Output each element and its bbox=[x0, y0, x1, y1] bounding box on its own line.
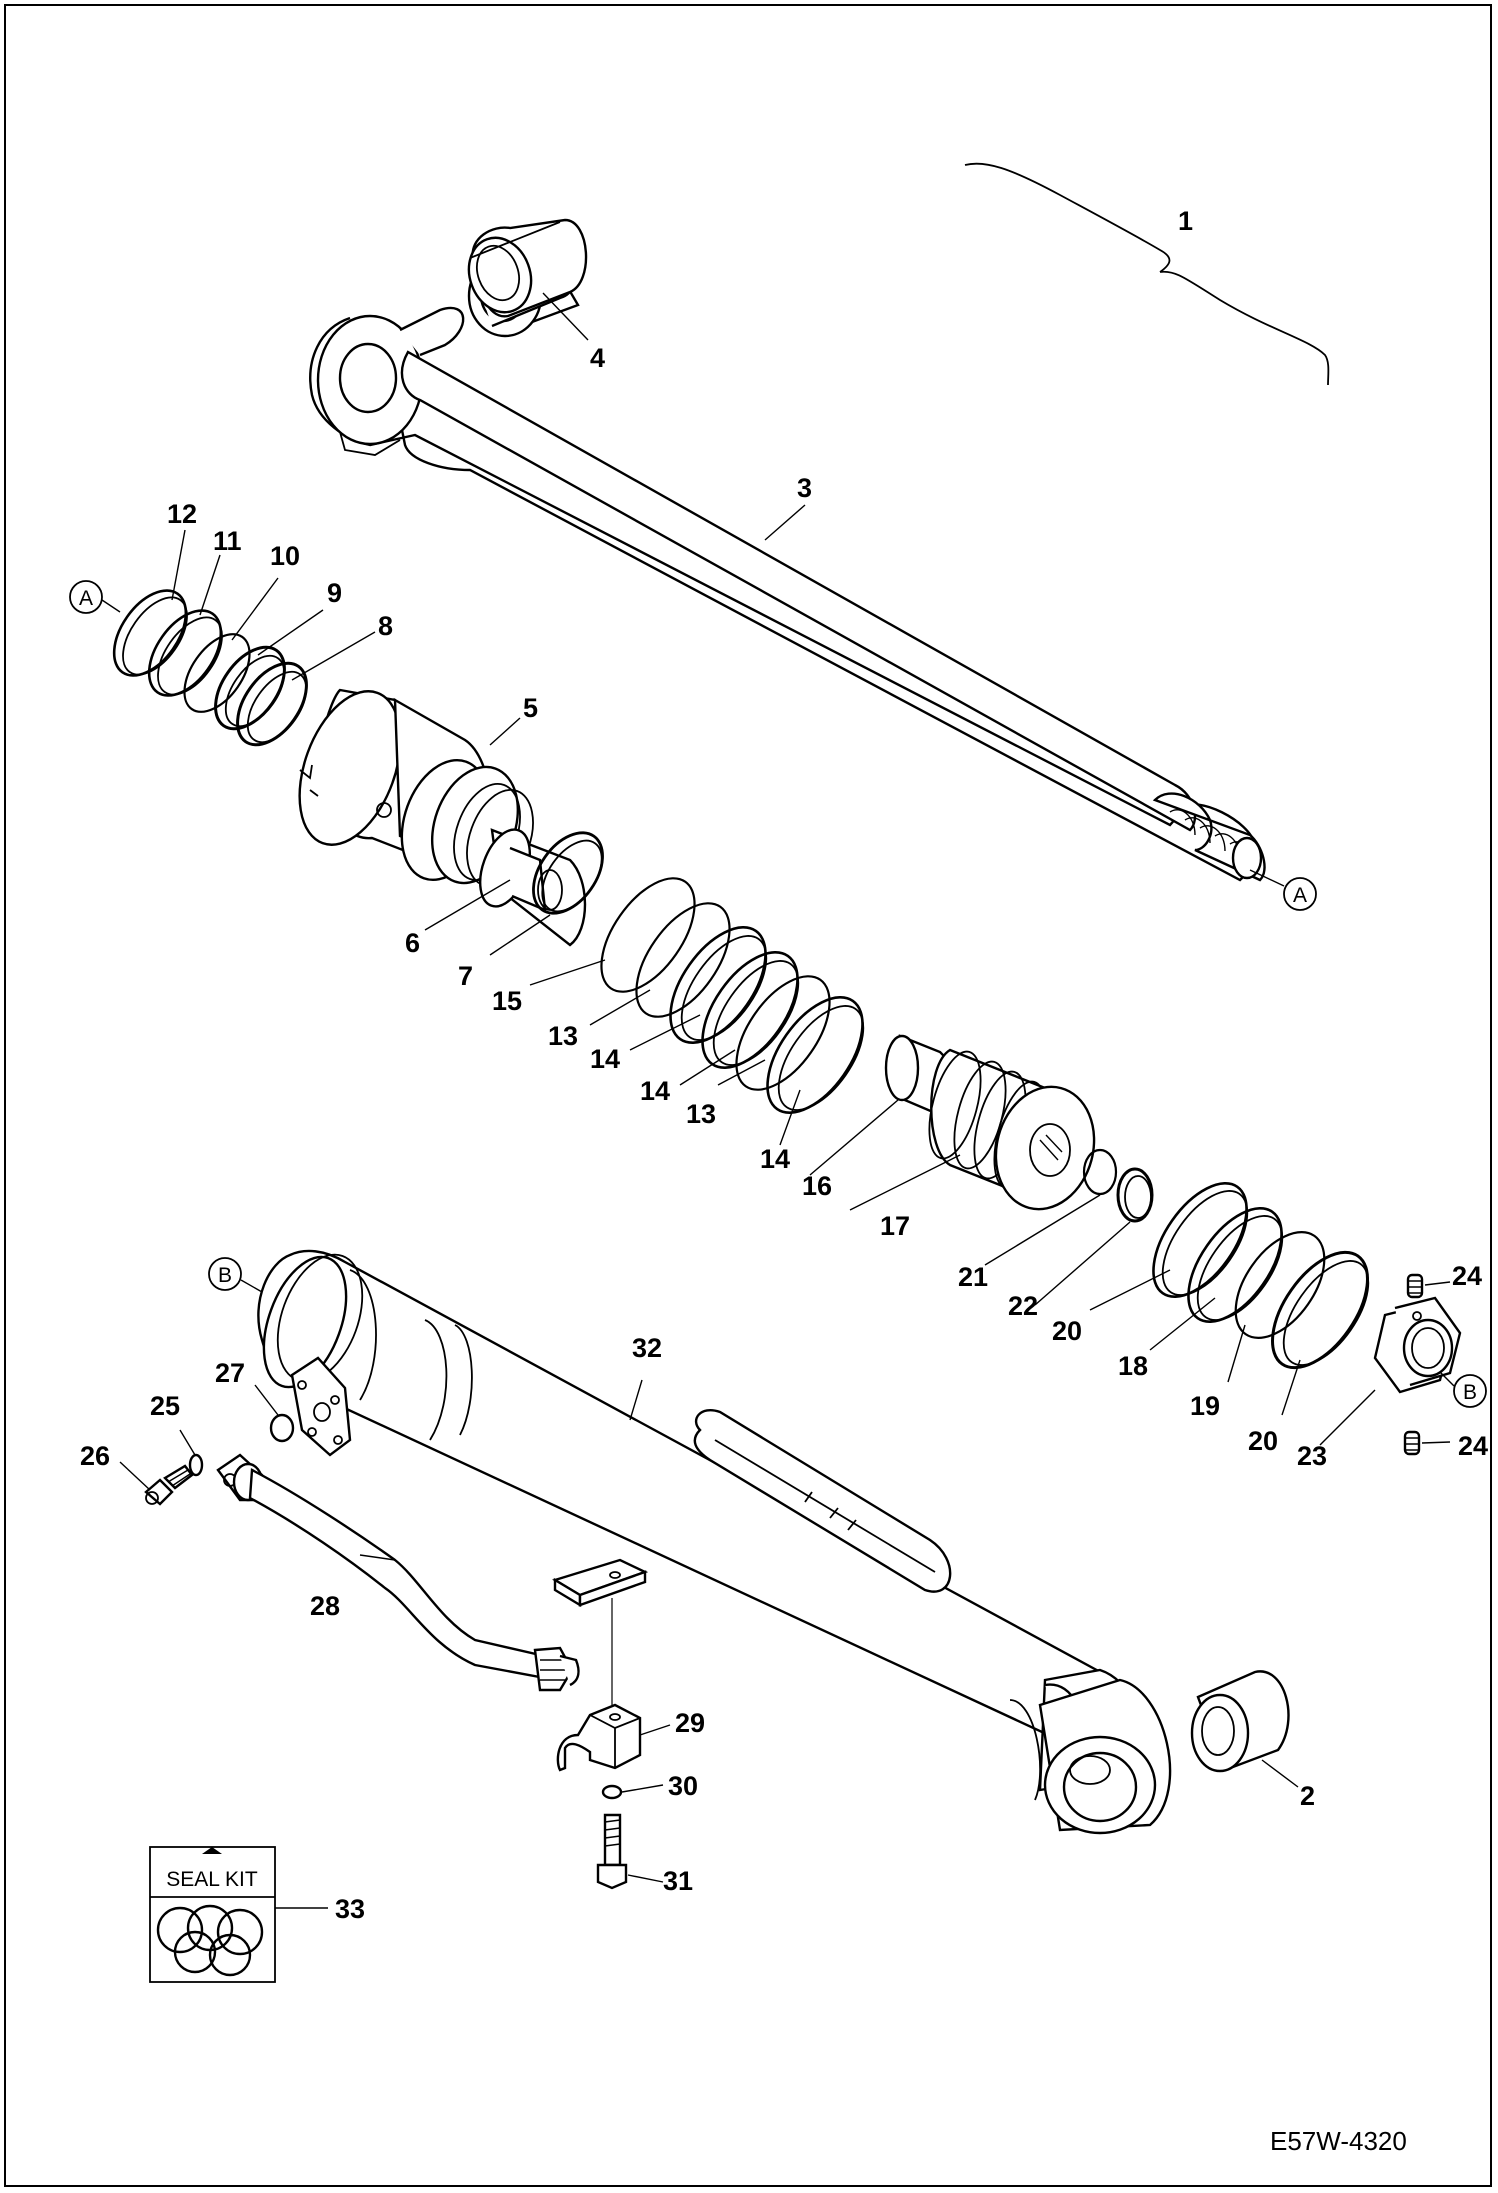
callout-19: 19 bbox=[1190, 1391, 1220, 1421]
piston-16-17 bbox=[884, 1034, 1096, 1211]
callout-2: 2 bbox=[1300, 1781, 1315, 1811]
drawing-code: E57W-4320 bbox=[1270, 2126, 1407, 2156]
seal-kit-label: SEAL KIT bbox=[166, 1868, 258, 1891]
set-screw-24-bottom bbox=[1403, 1430, 1421, 1456]
nut-23 bbox=[1373, 1296, 1462, 1394]
callout-33: 33 bbox=[335, 1894, 365, 1924]
callout-22: 22 bbox=[1008, 1291, 1038, 1321]
clamp-29 bbox=[556, 1703, 642, 1772]
svg-text:A: A bbox=[1293, 884, 1307, 907]
callout-24b: 24 bbox=[1458, 1431, 1488, 1461]
callout-30: 30 bbox=[668, 1771, 698, 1801]
callout-3: 3 bbox=[797, 473, 812, 503]
callout-14c: 14 bbox=[760, 1144, 790, 1174]
callout-23: 23 bbox=[1297, 1441, 1327, 1471]
set-screw-24-top bbox=[1406, 1273, 1424, 1299]
callout-17: 17 bbox=[880, 1211, 910, 1241]
callout-7: 7 bbox=[458, 961, 473, 991]
callout-31: 31 bbox=[663, 1866, 693, 1896]
plate-29 bbox=[552, 1558, 649, 1705]
callout-9: 9 bbox=[327, 578, 342, 608]
callout-14b: 14 bbox=[640, 1076, 670, 1106]
ref-B-right: B bbox=[1439, 1371, 1487, 1408]
callout-15: 15 bbox=[492, 986, 522, 1016]
callout-28: 28 bbox=[310, 1591, 340, 1621]
callout-16: 16 bbox=[802, 1171, 832, 1201]
washer-30 bbox=[601, 1784, 623, 1800]
washer-25 bbox=[188, 1453, 204, 1477]
callout-21: 21 bbox=[958, 1262, 988, 1292]
callout-20b: 20 bbox=[1248, 1426, 1278, 1456]
callout-6: 6 bbox=[405, 928, 420, 958]
callout-12: 12 bbox=[167, 499, 197, 529]
callout-labels: 1 2 3 4 5 6 7 8 9 10 11 12 13 13 14 14 1… bbox=[80, 206, 1488, 1924]
callout-10: 10 bbox=[270, 541, 300, 571]
callout-4: 4 bbox=[590, 343, 605, 373]
callout-5: 5 bbox=[523, 693, 538, 723]
callout-26: 26 bbox=[80, 1441, 110, 1471]
callout-13b: 13 bbox=[686, 1099, 716, 1129]
seal-kit-box: SEAL KIT bbox=[149, 1846, 276, 1983]
leader-lines bbox=[119, 292, 1451, 1909]
svg-text:B: B bbox=[1463, 1381, 1477, 1404]
rod-head-5 bbox=[298, 688, 587, 947]
callout-29: 29 bbox=[675, 1708, 705, 1738]
rings-18-22 bbox=[1082, 1148, 1370, 1370]
bolt-26 bbox=[144, 1464, 194, 1506]
drawing-frame bbox=[4, 4, 1492, 2187]
rings-13-15 bbox=[600, 877, 865, 1114]
top-bushing bbox=[467, 218, 588, 318]
o-ring-7 bbox=[532, 831, 604, 915]
rings-8-12 bbox=[112, 589, 308, 747]
callout-8: 8 bbox=[378, 611, 393, 641]
callout-32: 32 bbox=[632, 1333, 662, 1363]
callout-18: 18 bbox=[1118, 1351, 1148, 1381]
bushing-2 bbox=[1190, 1670, 1290, 1773]
callout-14a: 14 bbox=[590, 1044, 620, 1074]
callout-11: 11 bbox=[213, 526, 242, 556]
bolt-31 bbox=[596, 1813, 628, 1890]
cylinder-tube-32 bbox=[257, 1249, 1172, 1835]
ref-B-top: B bbox=[208, 1257, 263, 1293]
svg-text:A: A bbox=[79, 587, 93, 610]
callout-24a: 24 bbox=[1452, 1261, 1482, 1291]
pipe-28 bbox=[216, 1453, 580, 1692]
ref-A-left: A bbox=[69, 580, 121, 614]
o-ring-27 bbox=[269, 1413, 295, 1443]
callout-20a: 20 bbox=[1052, 1316, 1082, 1346]
callout-27: 27 bbox=[215, 1358, 245, 1388]
callout-1: 1 bbox=[1178, 206, 1193, 236]
piston-rod-3 bbox=[309, 306, 1266, 882]
callout-25: 25 bbox=[150, 1391, 180, 1421]
bracket-1 bbox=[964, 162, 1330, 386]
callout-13a: 13 bbox=[548, 1021, 578, 1051]
svg-text:B: B bbox=[218, 1264, 232, 1287]
pipe-flange-27 bbox=[290, 1356, 352, 1457]
ref-A-right: A bbox=[1249, 869, 1317, 911]
